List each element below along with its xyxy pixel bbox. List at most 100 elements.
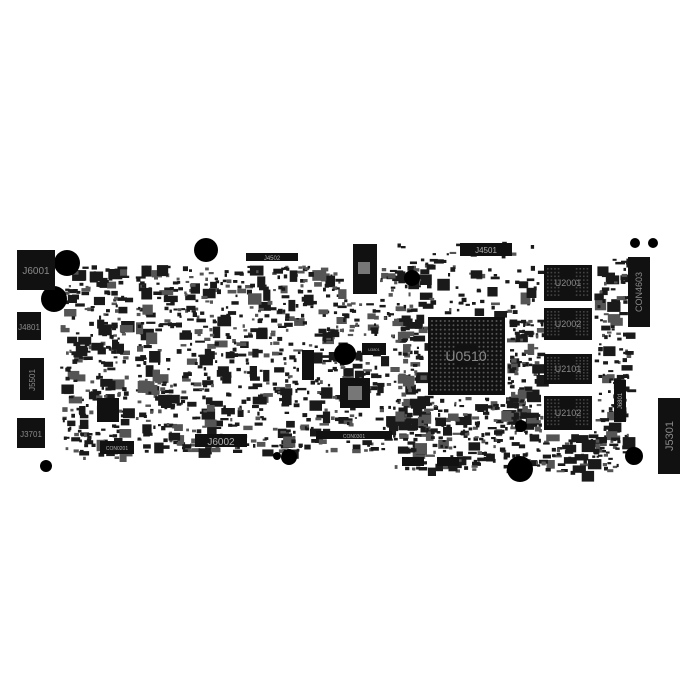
- smd-part: [354, 370, 364, 381]
- connector-body: [195, 434, 247, 447]
- bga-ball: [452, 345, 455, 348]
- smd-part: [483, 411, 490, 415]
- smd-part: [271, 444, 279, 448]
- smd-part: [296, 448, 300, 452]
- smd-part: [209, 400, 223, 407]
- smd-part: [71, 437, 81, 442]
- smd-part: [418, 328, 428, 334]
- ic-window: [348, 386, 362, 400]
- bga-ball: [452, 380, 455, 383]
- smd-part: [348, 423, 354, 427]
- bga-ball: [579, 366, 581, 368]
- smd-part: [215, 280, 220, 284]
- connector-j4502: J4502: [246, 253, 298, 262]
- designator-label: U2001: [555, 278, 582, 288]
- bga-ball: [439, 341, 442, 344]
- bga-ball: [583, 294, 585, 296]
- smd-part: [320, 267, 329, 272]
- smd-part: [227, 289, 237, 294]
- smd-part: [503, 452, 510, 458]
- bga-ball: [469, 371, 472, 374]
- bga-ball: [495, 384, 498, 387]
- connector-body: [20, 358, 44, 400]
- smd-part: [623, 300, 628, 304]
- smd-part: [618, 360, 621, 364]
- bga-ball: [439, 345, 442, 348]
- smd-part: [66, 366, 72, 369]
- bga-ball: [583, 366, 585, 368]
- bga-ball: [550, 416, 553, 419]
- smd-part: [528, 357, 532, 361]
- bga-ball: [443, 328, 446, 331]
- ic-body: [402, 457, 424, 466]
- bga-ball: [443, 320, 446, 322]
- bga-ball: [579, 275, 581, 278]
- smd-part: [191, 438, 196, 443]
- smd-part: [71, 316, 76, 320]
- bga-ball: [491, 332, 494, 335]
- connector-con0201: CON0201: [100, 441, 134, 454]
- bga-ball: [554, 423, 556, 426]
- connector-con4603: CON4603: [628, 257, 650, 327]
- smd-part: [626, 433, 629, 437]
- smd-part: [394, 318, 399, 324]
- smd-part: [458, 399, 462, 402]
- smd-part: [347, 333, 354, 337]
- smd-part: [330, 447, 338, 453]
- smd-part: [120, 275, 130, 278]
- smd-part: [465, 397, 472, 401]
- smd-part: [362, 440, 372, 446]
- smd-part: [185, 309, 189, 313]
- smd-part: [304, 267, 310, 271]
- smd-part: [271, 330, 276, 333]
- bga-ball: [554, 290, 556, 293]
- smd-part: [67, 289, 77, 294]
- smd-part: [605, 275, 620, 285]
- smd-part: [375, 417, 384, 421]
- smd-part: [433, 406, 439, 410]
- smd-part: [259, 408, 264, 411]
- smd-part: [248, 293, 262, 305]
- smd-part: [598, 352, 601, 356]
- smd-part: [284, 322, 293, 327]
- smd-part: [318, 439, 327, 444]
- bga-ball: [557, 399, 560, 401]
- smd-part: [193, 382, 202, 387]
- smd-part: [163, 295, 178, 303]
- smd-part: [468, 427, 473, 431]
- smd-part: [515, 321, 520, 326]
- bga-ball: [469, 367, 472, 370]
- smd-part: [80, 339, 84, 342]
- smd-part: [143, 444, 151, 449]
- smd-part: [454, 401, 457, 405]
- smd-part: [274, 367, 285, 373]
- bga-ball: [474, 337, 476, 340]
- smd-part: [181, 308, 186, 311]
- smd-part: [311, 301, 315, 304]
- smd-part: [220, 314, 229, 325]
- smd-part: [322, 314, 326, 317]
- smd-part: [620, 280, 624, 284]
- mounting-hole: [273, 452, 281, 460]
- smd-part: [625, 332, 636, 339]
- bga-ball: [550, 375, 553, 377]
- smd-part: [533, 424, 538, 427]
- smd-part: [416, 466, 421, 470]
- smd-part: [202, 395, 206, 400]
- smd-part: [252, 396, 267, 405]
- bga-ball: [575, 366, 578, 368]
- smd-part: [88, 286, 91, 290]
- bga-ball: [452, 371, 455, 374]
- bga-ball: [478, 332, 481, 335]
- smd-part: [228, 423, 233, 427]
- smd-part: [79, 356, 84, 359]
- smd-part: [518, 444, 526, 449]
- smd-part: [76, 374, 86, 382]
- smd-part: [109, 334, 114, 339]
- smd-part: [233, 353, 238, 357]
- bga-ball: [495, 375, 498, 378]
- smd-part: [396, 303, 400, 306]
- bga-ball: [557, 320, 560, 323]
- smd-part: [83, 413, 87, 416]
- bga-ball: [586, 283, 589, 285]
